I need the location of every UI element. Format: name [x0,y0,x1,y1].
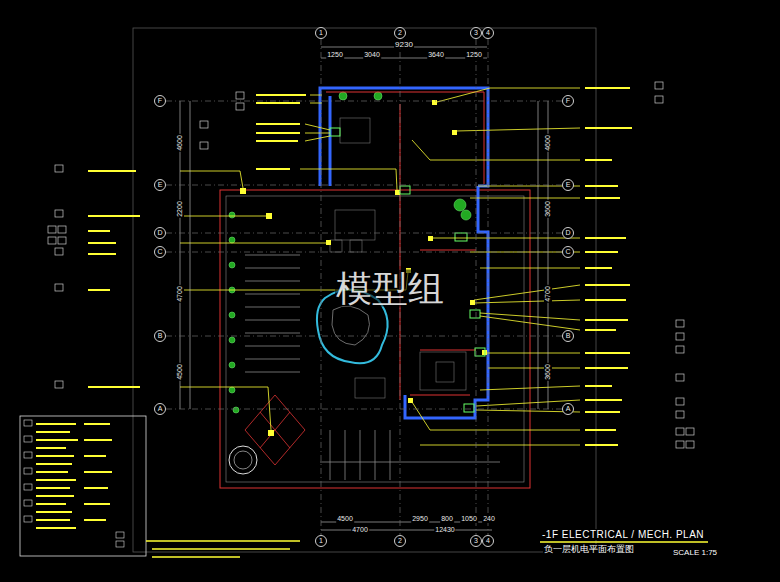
dimension: 3600 [544,363,552,381]
grid-line [166,101,562,102]
grid-bubble: F [562,95,574,107]
grid-label: B [155,331,165,341]
dimension: 240 [482,515,496,523]
grid-label: F [155,96,165,106]
dimension: 4700 [176,285,184,303]
grid-label: 3 [471,536,481,546]
grid-bubble: 3 [470,27,482,39]
grid-bubble: B [154,330,166,342]
grid-line [166,233,562,234]
grid-label: 2 [395,536,405,546]
dimension: 4700 [351,526,369,534]
grid-bubble: 2 [394,27,406,39]
grid-bubble: A [562,403,574,415]
grid-label: 4 [483,536,493,546]
grid-bubble: E [154,179,166,191]
scale-note: SCALE 1:75 [672,548,718,557]
dimension: 3040 [363,51,381,59]
dimension: 3640 [427,51,445,59]
grid-label: C [563,247,573,257]
grid-bubble: 2 [394,535,406,547]
grid-line [321,39,322,535]
grid-bubble: D [154,227,166,239]
dimension: 4500 [336,515,354,523]
dimension: 4700 [544,285,552,303]
grid-bubble: C [154,246,166,258]
grid-label: 1 [316,536,326,546]
plan-title: -1F ELECTRICAL / MECH. PLAN [541,529,705,540]
grid-label: E [563,180,573,190]
grid-line [488,39,489,535]
grid-label: 3 [471,28,481,38]
watermark: 模型组 [335,270,445,307]
dimension: 4600 [176,134,184,152]
grid-bubble: E [562,179,574,191]
dimension: 2200 [176,200,184,218]
grid-bubble: F [154,95,166,107]
grid-label: F [563,96,573,106]
grid-label: D [155,228,165,238]
dimension: 4600 [544,134,552,152]
grid-label: A [563,404,573,414]
grid-bubble: 4 [482,27,494,39]
grid-bubble: A [154,403,166,415]
grid-bubble: 1 [315,535,327,547]
grid-bubble: 4 [482,535,494,547]
dimension: 4500 [176,363,184,381]
grid-label: A [155,404,165,414]
dimension: 3600 [544,200,552,218]
grid-label: B [563,331,573,341]
plan-caption: 负一层机电平面布置图 [543,544,635,554]
dimension: 12430 [434,526,455,534]
grid-bubble: D [562,227,574,239]
grid-line [476,39,477,535]
dimension: 9230 [394,40,414,49]
dimension: 1050 [460,515,478,523]
dimension: 1250 [326,51,344,59]
grid-bubble: C [562,246,574,258]
grid-line [166,185,562,186]
grid-bubble: 3 [470,535,482,547]
grid-line [166,336,562,337]
grid-label: E [155,180,165,190]
grid-bubble: 1 [315,27,327,39]
grid-label: C [155,247,165,257]
grid-label: 4 [483,28,493,38]
grid-line [166,252,562,253]
grid-label: D [563,228,573,238]
grid-label: 1 [316,28,326,38]
grid-line [166,409,562,410]
dimension: 800 [440,515,454,523]
grid-bubble: B [562,330,574,342]
dimension: 1250 [465,51,483,59]
dimension: 2950 [411,515,429,523]
grid-label: 2 [395,28,405,38]
